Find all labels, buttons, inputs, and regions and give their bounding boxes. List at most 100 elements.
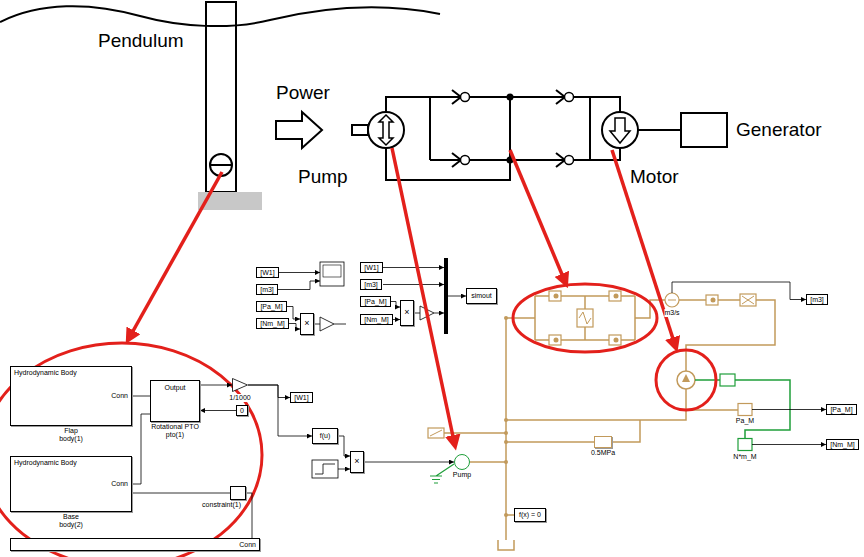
part-label: Power	[276, 82, 330, 104]
pendulum-flap	[206, 2, 236, 192]
signal-line	[200, 385, 232, 386]
from-tag: [W1]	[360, 262, 383, 273]
block-text: Hydrodynamic Body	[14, 459, 77, 467]
fluid-block	[428, 428, 444, 438]
signal-wire	[383, 267, 444, 268]
block-text: [W1]	[294, 394, 308, 402]
red-pointer-arrow	[128, 172, 222, 340]
highlight-ellipse	[513, 284, 657, 352]
water-surface	[0, 6, 440, 26]
product-block: ×	[350, 451, 364, 473]
block-text: simout	[471, 292, 492, 300]
signal-line	[132, 493, 230, 494]
block-text: [Pa_M]	[364, 298, 386, 306]
check-valve-seat	[556, 153, 565, 167]
block-text: ×	[354, 457, 359, 467]
block-text: Base body(2)	[53, 513, 89, 528]
signal-wire	[414, 313, 420, 314]
block-text: [Nm_M]	[364, 316, 389, 324]
signal-line	[393, 319, 400, 320]
hydraulic-line	[444, 296, 775, 540]
global-reference-block: Conn	[10, 538, 260, 551]
from-tag: [m3]	[360, 279, 382, 290]
from-tag: [W1]	[256, 267, 279, 278]
signal-wire	[334, 324, 346, 325]
gain-block: 1/1000	[232, 378, 248, 392]
block-text: ×	[404, 308, 409, 318]
block-text: Output	[164, 384, 185, 392]
torque-sensor	[738, 439, 752, 451]
mux-bar	[444, 258, 448, 334]
block-text: [Nm_M]	[830, 441, 855, 449]
signal-wire	[434, 313, 444, 314]
motor-shaft	[638, 129, 680, 131]
constant-block: 0	[236, 405, 248, 416]
flow-sensor-icon	[668, 300, 676, 301]
step-icon	[315, 464, 335, 474]
junction-dot	[504, 316, 508, 320]
motor-icon	[682, 374, 690, 382]
pump-shaft	[352, 125, 368, 135]
block-text: Flap body(1)	[53, 427, 89, 442]
part-label: Pump	[298, 166, 348, 188]
goto-tag: [m3]	[806, 294, 828, 305]
rotational-element	[720, 374, 735, 386]
signal-line	[364, 462, 454, 463]
goto-tag: [W1]	[290, 392, 313, 403]
to-workspace-block: simout	[466, 288, 497, 304]
hinge-axis	[210, 164, 232, 166]
block-text: Conn	[111, 480, 128, 488]
block-text: [m3]	[810, 296, 824, 304]
check-valve-block	[549, 335, 561, 345]
block-text: 0.5MPa	[583, 449, 623, 457]
from-tag: [Nm_M]	[256, 318, 289, 329]
pressure-sensor	[738, 404, 752, 416]
block-name: m3/s	[664, 309, 679, 317]
block-text: ×	[304, 319, 309, 329]
check-valve-seat	[452, 90, 461, 104]
check-valve-ball	[554, 338, 559, 343]
from-tag: [Pa_M]	[360, 296, 391, 307]
block-text: [Nm_M]	[260, 320, 285, 328]
fluid-block-icon	[430, 430, 442, 436]
block-name: Pa_M	[736, 417, 754, 425]
pump-symbol	[368, 112, 404, 148]
signal-wire	[278, 272, 320, 273]
motor-arrow	[610, 118, 630, 143]
signal-wire	[752, 409, 826, 410]
gain-block	[320, 317, 334, 331]
part-label: Pendulum	[98, 30, 184, 52]
check-valve-ball	[461, 93, 470, 102]
check-valve-block	[609, 335, 621, 345]
check-valve-block	[706, 295, 718, 305]
signal-line	[289, 324, 300, 330]
check-valve-ball	[614, 338, 619, 343]
power-arrow	[276, 112, 322, 148]
scope-screen	[323, 265, 341, 277]
pto-block: OutputRotational PTO pto(1)	[150, 380, 200, 422]
block-text: [m3]	[364, 281, 378, 289]
pump-double-arrow	[379, 115, 393, 145]
junction-dot	[504, 418, 508, 422]
from-tag: [Pa_M]	[256, 301, 287, 312]
junction-dot	[504, 460, 508, 464]
signal-line	[248, 385, 312, 436]
goto-tag: [Pa_M]	[826, 404, 857, 415]
check-valve-seat	[556, 90, 565, 104]
motor-symbol	[602, 112, 638, 148]
red-pointer-arrow	[510, 150, 566, 284]
check-valve-block	[609, 291, 621, 301]
block-text: f(u)	[320, 432, 331, 440]
hydraulic-motor	[677, 371, 695, 389]
connector-group	[132, 302, 454, 539]
signal-line	[200, 410, 236, 411]
block-text: Conn	[239, 541, 256, 549]
block-text: [m3]	[260, 286, 274, 294]
from-tag: [m3]	[256, 284, 278, 295]
signal-line	[338, 436, 350, 456]
check-valve-ball	[711, 298, 716, 303]
constraint-block: constraint(1)	[230, 486, 246, 500]
pump-block: Pump	[454, 454, 470, 470]
